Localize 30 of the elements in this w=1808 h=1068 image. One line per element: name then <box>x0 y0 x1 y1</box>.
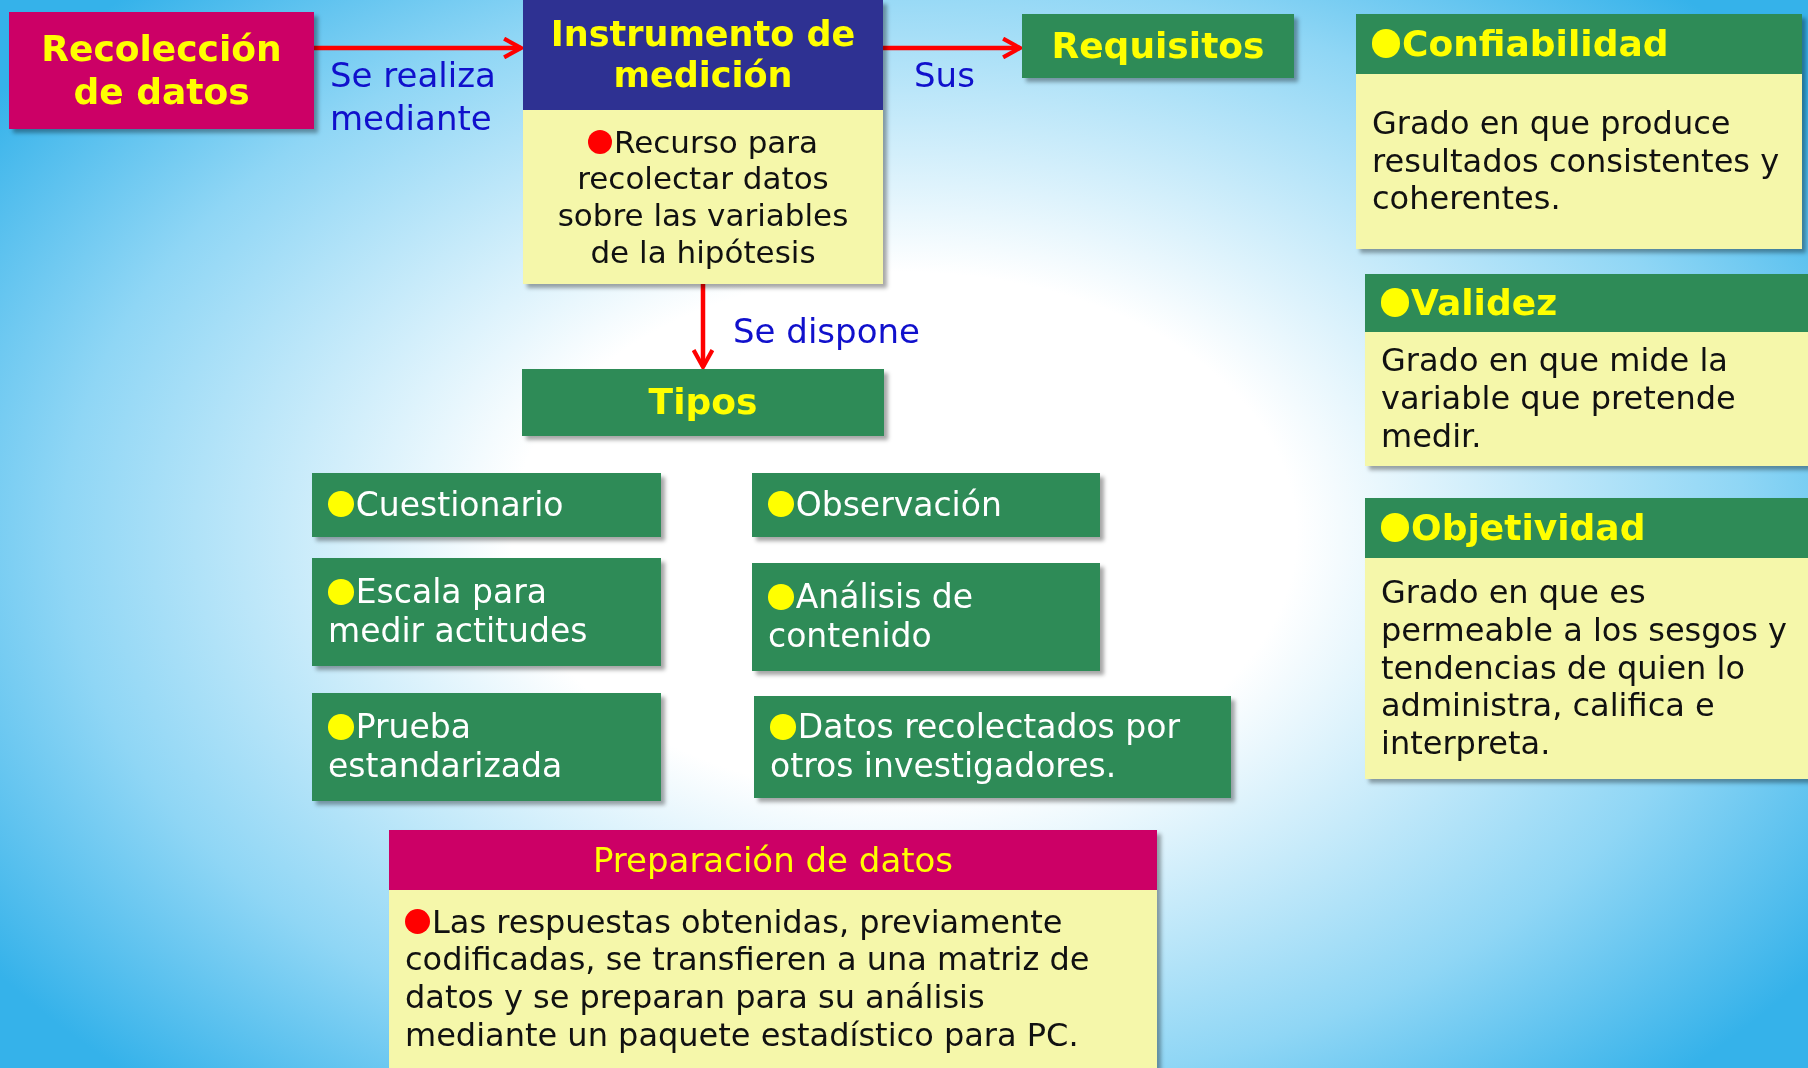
arrow <box>883 36 1023 60</box>
title-box: Tipos <box>522 369 884 436</box>
edge-label: Se realiza mediante <box>330 54 497 139</box>
card-body: Grado en que produce resultados consistentes y coherentes. <box>1356 74 1802 249</box>
card <box>389 830 1157 1068</box>
edge-label: Se dispone <box>733 310 920 353</box>
type-box: Escala para medir actitudes <box>312 558 661 666</box>
card-header: Objetividad <box>1365 498 1808 558</box>
arrow <box>691 284 715 370</box>
card-header: Validez <box>1365 274 1808 332</box>
edge-label: Sus <box>914 54 975 97</box>
card <box>1365 498 1808 779</box>
card-header: Preparación de datos <box>389 830 1157 890</box>
type-box: Cuestionario <box>312 473 661 537</box>
type-box: Observación <box>752 473 1100 537</box>
arrow <box>314 36 524 60</box>
card <box>523 0 883 284</box>
type-box: Prueba estandarizada <box>312 693 661 801</box>
type-box: Datos recolectados por otros investigadores. <box>754 696 1231 798</box>
card-body: Recurso para recolectar datos sobre las variables de la hipótesis <box>523 110 883 284</box>
card-header: Confiabilidad <box>1356 14 1802 74</box>
card-header: Instrumento de medición <box>523 0 883 110</box>
card-body: Las respuestas obtenidas, previamente codificadas, se transfieren a una matriz de datos y se preparan para su análisis mediante un paquete estadístico para PC. <box>389 890 1157 1068</box>
title-box: Requisitos <box>1022 14 1294 78</box>
card-body: Grado en que es permeable a los sesgos y tendencias de quien lo administra, califica e interpreta. <box>1365 558 1808 779</box>
type-box: Análisis de contenido <box>752 563 1100 671</box>
card <box>1356 14 1802 249</box>
title-box: Recolección de datos <box>9 12 314 129</box>
card-body: Grado en que mide la variable que pretende medir. <box>1365 332 1808 466</box>
card <box>1365 274 1808 466</box>
